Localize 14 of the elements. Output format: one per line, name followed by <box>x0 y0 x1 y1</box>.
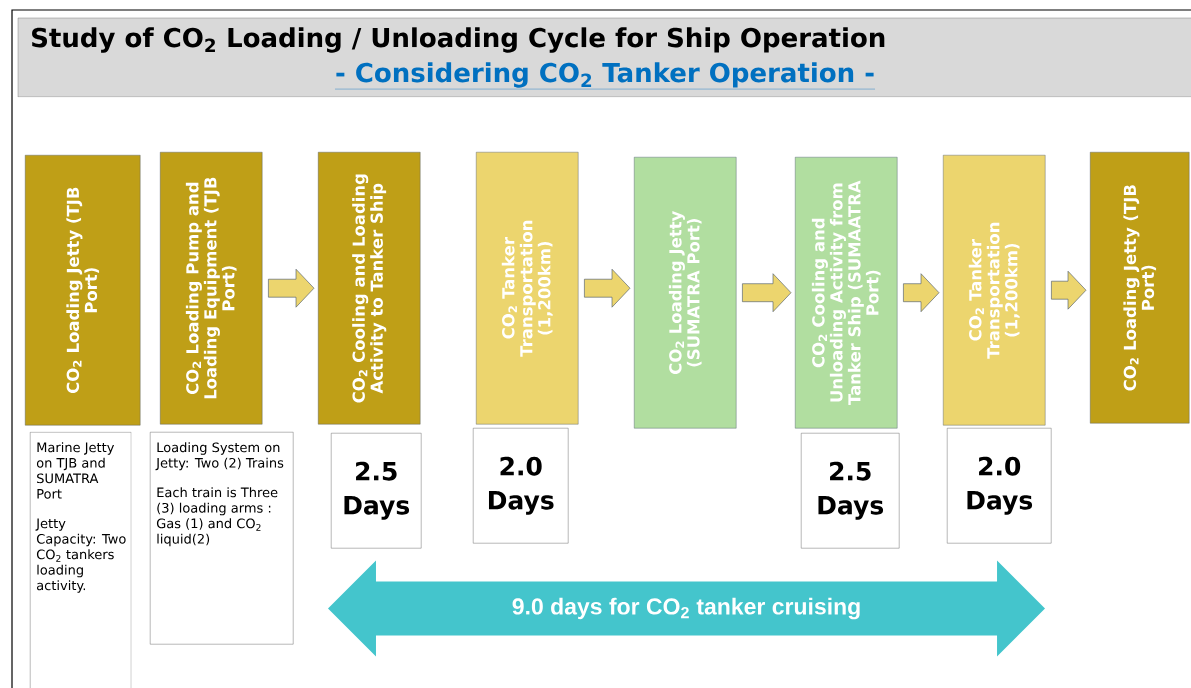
duration-box: 2.5 Days <box>331 433 422 549</box>
duration-box: 2.0 Days <box>947 428 1052 544</box>
block-arrow <box>584 268 631 308</box>
block-arrow <box>903 273 940 312</box>
block-arrow <box>1051 270 1087 310</box>
note-box: Marine Jetty on TJB and SUMATRA Port Jetty Capacity: Two CO$_{2}$ tankers loading activity. <box>30 432 132 688</box>
note-box: Loading System on Jetty: Two (2) Trains Each train is Three (3) loading arms : Gas (1) and CO$_{2}$ liquid(2) <box>150 432 294 645</box>
duration-box: 2.0 Days <box>473 428 569 544</box>
duration-box: 2.5 Days <box>801 433 900 549</box>
process-box: CO$_{2}$ Loading Jetty (TJB Port) <box>25 155 141 426</box>
block-arrow <box>268 268 315 308</box>
process-box: CO$_{2}$ Loading Jetty (TJB Port) <box>1090 152 1190 424</box>
block-arrow <box>742 273 792 312</box>
title-banner: Study of CO$_{2}$ Loading / Unloading Cycle for Ship Operation - Considering CO$_{2}$ Tanker Operation - <box>17 17 1191 98</box>
